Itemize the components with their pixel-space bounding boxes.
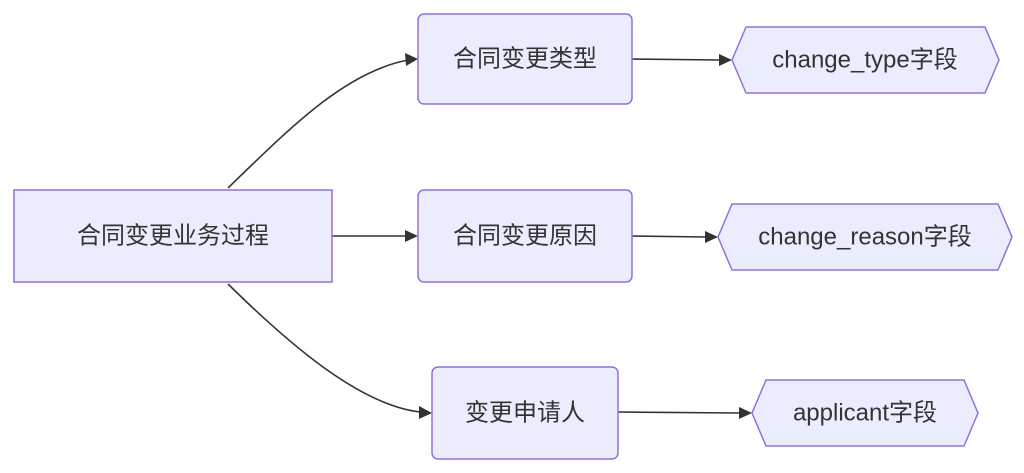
arrowhead-type-to-field bbox=[719, 54, 732, 66]
edges bbox=[227, 53, 752, 419]
node-change-reason-field[interactable]: change_reason字段 bbox=[717, 203, 1013, 271]
node-change-reason-field-shape bbox=[717, 203, 1013, 271]
node-applicant[interactable]: 变更申请人 bbox=[431, 366, 619, 460]
node-change-reason[interactable]: 合同变更原因 bbox=[417, 189, 633, 283]
arrowhead-applicant-to-field bbox=[739, 407, 752, 419]
node-applicant-field[interactable]: applicant字段 bbox=[751, 379, 979, 447]
node-change-type-field[interactable]: change_type字段 bbox=[731, 26, 1000, 94]
node-change-type-field-shape bbox=[731, 26, 1000, 94]
arrowhead-reason-to-field bbox=[705, 231, 718, 243]
arrowhead-root-to-applicant bbox=[419, 406, 432, 419]
node-change-reason-field-label: change_reason字段 bbox=[758, 223, 971, 250]
node-applicant-field-shape bbox=[751, 379, 979, 447]
node-change-type-label: 合同变更类型 bbox=[453, 45, 597, 72]
node-root-label: 合同变更业务过程 bbox=[77, 222, 269, 249]
node-applicant-field-label: applicant字段 bbox=[793, 399, 937, 426]
arrowhead-root-to-type bbox=[405, 53, 418, 66]
node-change-reason-label: 合同变更原因 bbox=[453, 222, 597, 249]
node-change-type-shape bbox=[417, 13, 633, 105]
edge-applicant-to-field bbox=[617, 411, 741, 414]
node-applicant-shape bbox=[431, 366, 619, 460]
edge-reason-to-field bbox=[631, 235, 707, 238]
arrowhead-root-to-reason bbox=[405, 230, 418, 242]
node-change-type[interactable]: 合同变更类型 bbox=[417, 13, 633, 105]
node-root-shape bbox=[13, 189, 333, 283]
node-change-reason-shape bbox=[417, 189, 633, 283]
node-applicant-label: 变更申请人 bbox=[465, 399, 585, 426]
edge-root-to-applicant bbox=[227, 283, 421, 413]
node-change-type-field-label: change_type字段 bbox=[772, 46, 957, 73]
edge-root-to-type bbox=[227, 59, 409, 189]
node-root[interactable]: 合同变更业务过程 bbox=[13, 189, 333, 283]
edge-type-to-field bbox=[631, 58, 721, 61]
